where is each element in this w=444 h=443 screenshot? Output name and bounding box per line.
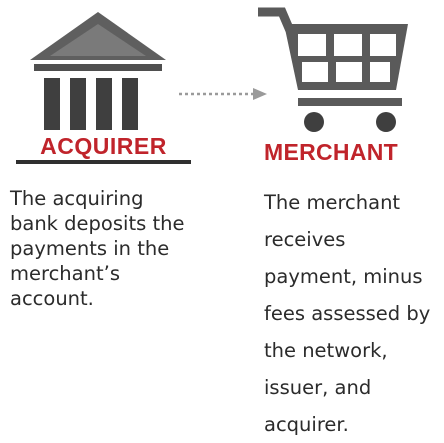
description-line: fees assessed by — [264, 302, 431, 325]
description-line: The acquiring — [10, 187, 144, 210]
acquirer-label: ACQUIRER — [40, 133, 167, 159]
shopping-cart-icon — [258, 7, 408, 132]
merchant-label: MERCHANT — [264, 139, 398, 165]
description-line: payments in the — [10, 237, 170, 260]
acquirer-underline — [16, 160, 191, 164]
description-line: the network, — [264, 339, 388, 362]
merchant-description: The merchant receives payment, minus fee… — [264, 184, 444, 443]
acquirer-description: The acquiring bank deposits the payments… — [10, 186, 224, 311]
description-line: receives — [264, 228, 346, 251]
description-line: bank deposits the — [10, 212, 185, 235]
description-line: account. — [10, 287, 94, 310]
description-line: acquirer. — [264, 413, 349, 436]
bank-icon — [30, 12, 166, 130]
flow-arrow — [179, 88, 267, 100]
description-line: merchant’s — [10, 262, 120, 285]
description-line: payment, minus — [264, 265, 423, 288]
description-line: The merchant — [264, 191, 401, 214]
description-line: issuer, and — [264, 376, 372, 399]
